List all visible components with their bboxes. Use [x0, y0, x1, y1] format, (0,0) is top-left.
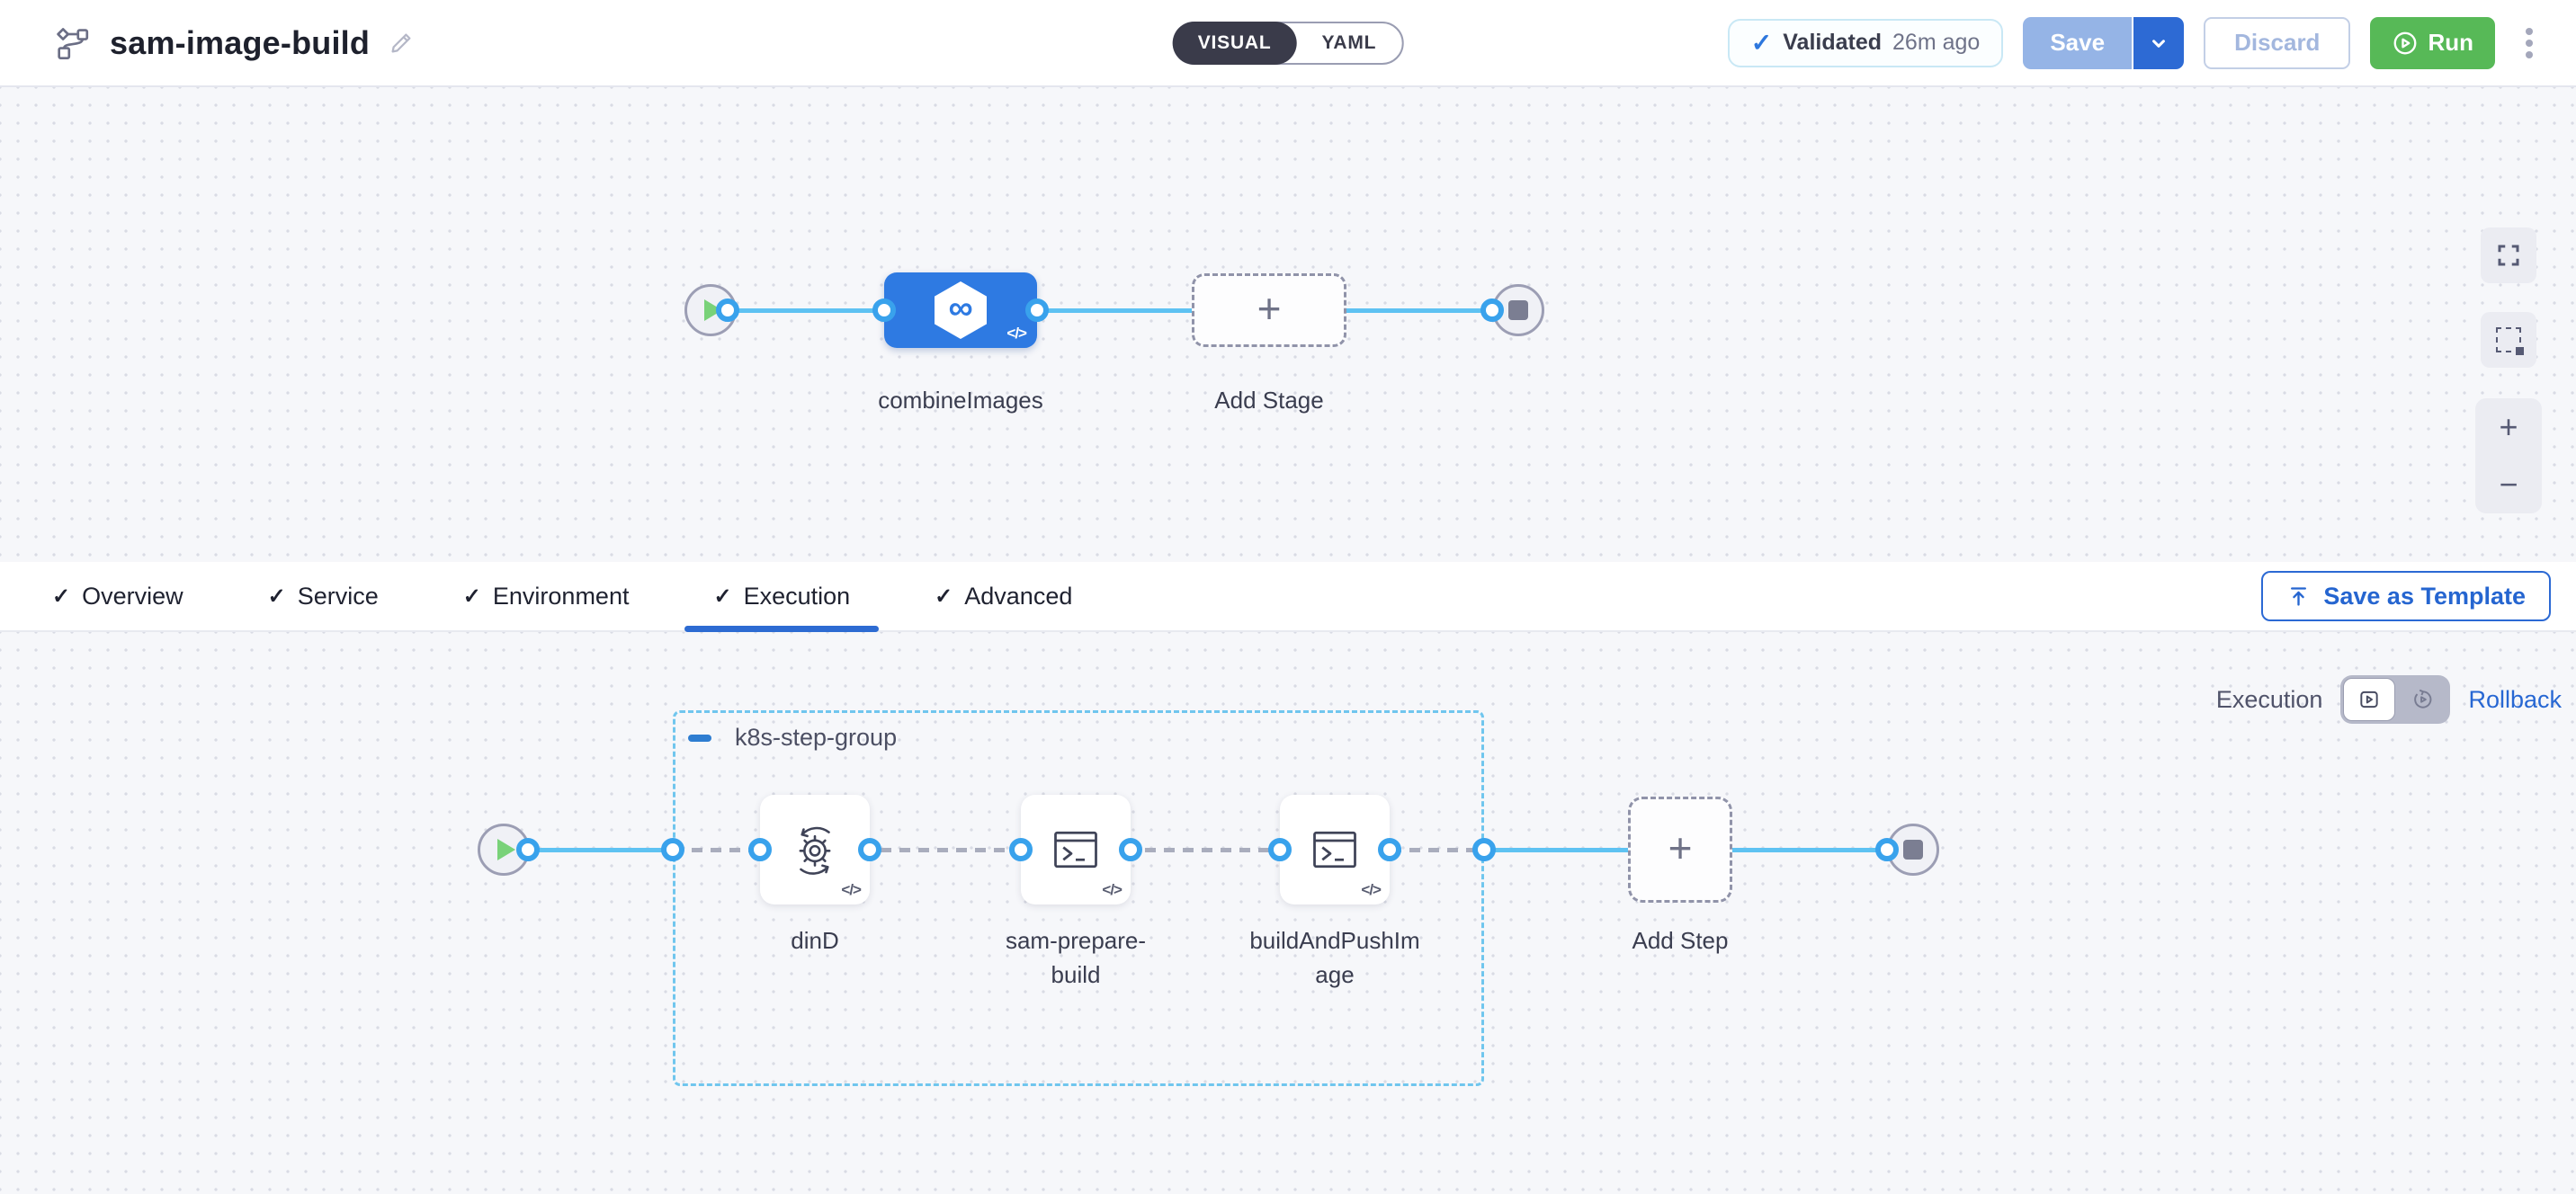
- stage-canvas[interactable]: ∞ </> + combineImages Add Stage + −: [0, 87, 2576, 562]
- run-play-icon: [2394, 31, 2417, 54]
- port[interactable]: [1472, 838, 1496, 861]
- step-group-label: k8s-step-group: [735, 724, 898, 751]
- port[interactable]: [1025, 298, 1049, 322]
- edit-title-icon[interactable]: [388, 30, 415, 57]
- code-badge-icon: </>: [1102, 881, 1123, 898]
- save-button[interactable]: Save: [2023, 16, 2134, 69]
- zoom-out-button[interactable]: −: [2499, 466, 2518, 503]
- zoom-in-button[interactable]: +: [2499, 408, 2518, 445]
- stage-label: combineImages: [878, 387, 1043, 414]
- check-icon: ✓: [267, 584, 286, 609]
- validated-badge[interactable]: ✓ Validated 26m ago: [1727, 18, 2004, 67]
- zoom-controls: + −: [2475, 398, 2542, 513]
- port[interactable]: [872, 298, 896, 322]
- chevron-down-icon: [2152, 39, 2165, 48]
- start-play-icon: [497, 839, 515, 860]
- toggle-visual[interactable]: VISUAL: [1172, 21, 1297, 65]
- execution-rollback-toggle[interactable]: [2340, 675, 2451, 724]
- tab-advanced[interactable]: ✓ Advanced: [935, 582, 1073, 610]
- upload-icon: [2291, 586, 2307, 606]
- check-icon: ✓: [52, 584, 71, 609]
- stop-icon: [1903, 840, 1923, 860]
- stage-flow-line: [728, 308, 1492, 313]
- selection-icon: [2496, 327, 2524, 355]
- execution-mode-row: Execution Rollback: [2216, 675, 2562, 724]
- more-options-icon[interactable]: [2522, 22, 2536, 64]
- execution-canvas[interactable]: Execution Rollback k8s-step-group: [0, 632, 2576, 1194]
- execution-mode-icon[interactable]: [2343, 678, 2396, 721]
- add-step-button[interactable]: +: [1628, 797, 1732, 903]
- port[interactable]: [661, 838, 684, 861]
- port[interactable]: [1009, 838, 1033, 861]
- rollback-mode-icon[interactable]: [2395, 688, 2450, 711]
- step-node-buildandpushimage[interactable]: </>: [1280, 795, 1390, 904]
- port[interactable]: [1119, 838, 1142, 861]
- terminal-icon: [1054, 831, 1097, 869]
- check-icon: ✓: [1750, 28, 1773, 57]
- execution-mode-label: Execution: [2215, 685, 2323, 713]
- add-step-label: Add Step: [1632, 927, 1729, 954]
- step-label: dinD: [791, 927, 839, 954]
- save-as-template-button[interactable]: Save as Template: [2261, 571, 2551, 621]
- tab-service[interactable]: ✓ Service: [267, 582, 379, 610]
- port[interactable]: [516, 838, 540, 861]
- terminal-icon: [1313, 831, 1356, 869]
- add-stage-label: Add Stage: [1214, 387, 1324, 414]
- port[interactable]: [716, 298, 739, 322]
- service-gear-icon: [799, 826, 831, 875]
- step-node-dind[interactable]: </>: [760, 795, 870, 904]
- step-label: buildAndPushImage: [1249, 927, 1420, 988]
- add-stage-button[interactable]: +: [1192, 273, 1346, 347]
- stage-node-combineimages[interactable]: ∞ </>: [884, 272, 1037, 348]
- tab-execution[interactable]: ✓ Execution: [684, 562, 879, 632]
- port[interactable]: [858, 838, 881, 861]
- rollback-link[interactable]: Rollback: [2468, 685, 2562, 713]
- port[interactable]: [1268, 838, 1292, 861]
- fullscreen-icon: [2498, 245, 2519, 266]
- multi-select-button[interactable]: [2481, 312, 2536, 368]
- step-group-k8s[interactable]: k8s-step-group: [673, 710, 1484, 1086]
- validated-time: 26m ago: [1892, 30, 1981, 55]
- port[interactable]: [1480, 298, 1504, 322]
- ci-stage-icon: ∞: [935, 281, 987, 339]
- check-icon: ✓: [462, 584, 481, 609]
- visual-yaml-toggle: VISUAL YAML: [1172, 21, 1404, 65]
- step-node-sam-prepare-build[interactable]: </>: [1021, 795, 1131, 904]
- tab-overview[interactable]: ✓ Overview: [52, 582, 183, 610]
- validated-label: Validated: [1783, 30, 1883, 55]
- step-flow-line: [528, 848, 673, 852]
- tab-environment[interactable]: ✓ Environment: [462, 582, 630, 610]
- code-badge-icon: </>: [1006, 325, 1027, 342]
- collapse-group-icon[interactable]: [688, 734, 711, 742]
- pipeline-icon: [50, 25, 92, 61]
- stage-config-tabs: ✓ Overview ✓ Service ✓ Environment ✓ Exe…: [0, 562, 2576, 632]
- pipeline-header: sam-image-build VISUAL YAML ✓ Validated …: [0, 0, 2576, 87]
- code-badge-icon: </>: [1361, 881, 1382, 898]
- save-options-button[interactable]: [2133, 16, 2185, 69]
- save-split-button: Save: [2023, 16, 2185, 69]
- check-icon: ✓: [713, 584, 732, 609]
- port[interactable]: [1875, 838, 1899, 861]
- code-badge-icon: </>: [841, 881, 862, 898]
- page-title: sam-image-build: [110, 23, 371, 61]
- fullscreen-button[interactable]: [2481, 227, 2536, 283]
- run-label: Run: [2428, 29, 2473, 56]
- port[interactable]: [748, 838, 772, 861]
- discard-button[interactable]: Discard: [2204, 16, 2351, 69]
- port[interactable]: [1378, 838, 1401, 861]
- check-icon: ✓: [935, 584, 953, 609]
- step-label: sam-prepare-build: [1005, 927, 1147, 988]
- run-button[interactable]: Run: [2370, 16, 2495, 69]
- toggle-yaml[interactable]: YAML: [1321, 31, 1377, 53]
- stop-icon: [1508, 300, 1528, 320]
